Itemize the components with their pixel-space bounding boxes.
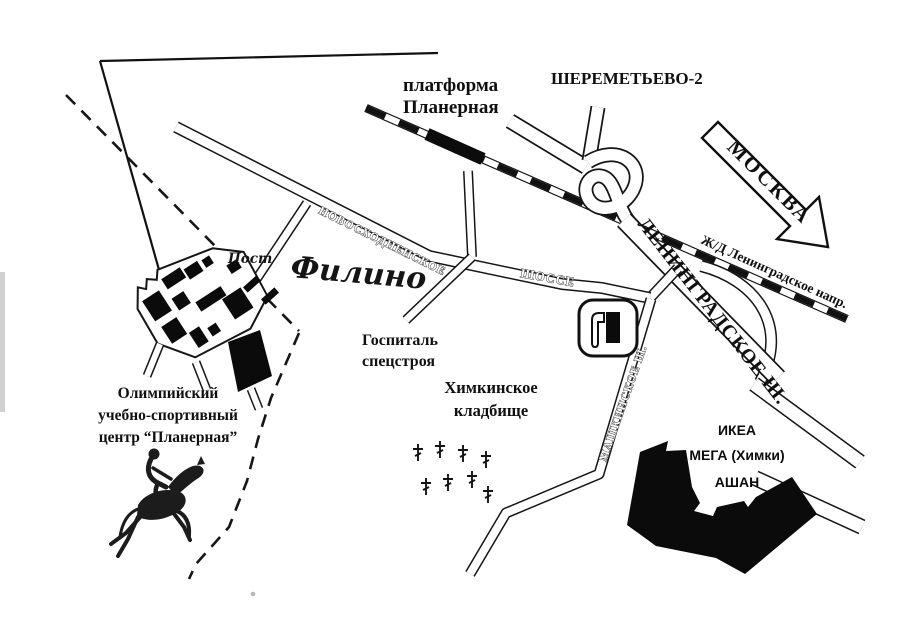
center-access-road xyxy=(245,200,312,292)
auchan-label: АШАН xyxy=(715,474,759,490)
hospital-label-line2: спецстроя xyxy=(362,353,435,370)
mega-label: МЕГА (Химки) xyxy=(689,447,784,463)
hospital-label-line1: Госпиталь xyxy=(362,332,438,349)
center-label-line2: учебно-спортивный xyxy=(98,407,238,424)
mashkinskoe-label: МАШКИНСКОЕ Ш. xyxy=(598,344,650,463)
center-label-line3: центр “Планерная” xyxy=(99,429,238,446)
scan-smudge xyxy=(0,272,5,412)
moscow-label: МОСКВА xyxy=(722,135,817,230)
cross-icon xyxy=(481,451,491,468)
center-label-line1: Олимпийский xyxy=(118,385,219,402)
interchange-loop-road xyxy=(578,147,644,233)
sports-complex xyxy=(136,247,280,411)
railway-platform-mark xyxy=(424,128,486,165)
cross-icon xyxy=(467,471,477,488)
platform-connector-road xyxy=(402,170,477,324)
platform-label-line1: платформа xyxy=(403,75,499,96)
mega-building xyxy=(627,441,817,574)
cross-icon xyxy=(458,445,468,462)
moscow-arrow-icon: МОСКВА xyxy=(700,120,830,249)
gas-station-icon xyxy=(577,298,639,358)
cemetery-crosses xyxy=(413,441,493,503)
complex-dark-hall xyxy=(228,330,272,392)
horse-rider-icon xyxy=(109,448,205,558)
post-label: Пост xyxy=(227,251,272,267)
leningradskoe-highway xyxy=(617,213,785,385)
complex-spur-roads xyxy=(142,342,264,411)
mashkinskoe-road xyxy=(465,297,657,577)
sheremetyevo-road xyxy=(505,105,606,174)
checkpoint-bars xyxy=(242,275,280,305)
cross-icon xyxy=(443,474,453,491)
cross-icon xyxy=(483,486,493,503)
novoskhodnenskoe-road xyxy=(173,121,652,304)
cross-icon xyxy=(413,444,423,461)
cemetery-label-line1: Химкинское xyxy=(444,378,537,397)
cross-icon xyxy=(435,441,445,458)
scan-dot xyxy=(250,591,256,597)
junction-link-road xyxy=(645,264,683,302)
cross-icon xyxy=(421,478,431,495)
platform-label-line2: Планерная xyxy=(403,97,499,118)
cemetery-label-line2: кладбище xyxy=(454,401,528,420)
sheremetyevo-label: ШЕРЕМЕТЬЕВО-2 xyxy=(551,69,703,88)
ikea-label: ИКЕА xyxy=(718,422,756,438)
